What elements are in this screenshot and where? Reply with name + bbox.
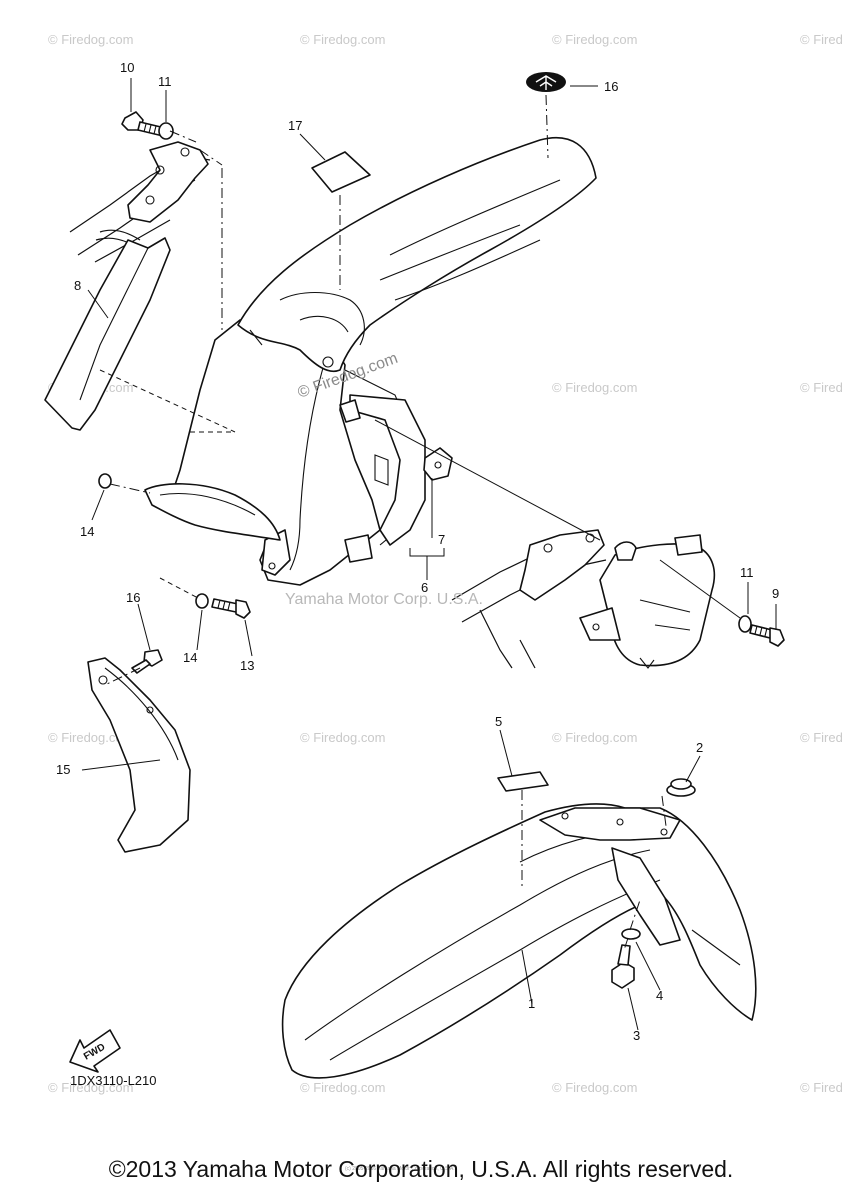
- bolt-part-9: [749, 624, 785, 647]
- watermark: © Firedog.com: [552, 32, 637, 47]
- nut-part-7: [423, 447, 453, 481]
- watermark: © Firedog.com: [800, 730, 842, 745]
- watermark: © Firedog.com: [800, 380, 842, 395]
- assembly-lines: [99, 94, 741, 951]
- callout-number: 9: [772, 586, 779, 601]
- callout-number: 17: [288, 118, 302, 133]
- watermark: © Firedog.com: [300, 32, 385, 47]
- callout-number: 16: [126, 590, 140, 605]
- side-cover-part-6: [169, 319, 426, 586]
- callout-number: 13: [240, 658, 254, 673]
- callout-number: 14: [80, 524, 94, 539]
- callout-number: 16: [604, 79, 618, 94]
- callout-number: 15: [56, 762, 70, 777]
- washer-part-4: [621, 928, 641, 940]
- washer-part-11: [738, 615, 752, 633]
- watermark-layer: © Firedog.com © Firedog.com © Firedog.co…: [48, 32, 842, 1095]
- fine-print: (c) 2005-2016 Yamaha Motor Corporation, …: [345, 1166, 455, 1172]
- label-part-18: [311, 151, 371, 193]
- washer-part-14: [98, 473, 112, 489]
- frame-rail-right: [451, 529, 607, 669]
- callout-number: 4: [656, 988, 663, 1003]
- watermark: © Firedog.com: [48, 32, 133, 47]
- callout-number: 14: [183, 650, 197, 665]
- inner-guard-part-8: [44, 237, 171, 431]
- callouts: 10 11 17 16 8 14 7 6 16 14 13 11 9 15 5 …: [56, 60, 779, 1043]
- callout-number: 5: [495, 714, 502, 729]
- callout-number: 2: [696, 740, 703, 755]
- yamaha-tuning-fork-emblem-icon: [526, 72, 566, 92]
- callout-number: 7: [438, 532, 445, 547]
- bolt-part-10: [121, 111, 166, 137]
- watermark: © Firedog.com: [800, 1080, 842, 1095]
- air-box: [579, 534, 716, 669]
- grommet-part-2: [666, 778, 696, 797]
- callout-number: 1: [528, 996, 535, 1011]
- watermark: © Firedog.com: [552, 730, 637, 745]
- fwd-arrow-icon: FWD: [69, 1029, 121, 1073]
- callout-number: 11: [740, 565, 754, 580]
- frame-rail-top: [69, 141, 211, 263]
- rear-fender: [237, 136, 597, 372]
- side-cover-part-15: [87, 657, 191, 853]
- watermark: © Firedog.com: [552, 1080, 637, 1095]
- bolt-part-12: [211, 598, 251, 619]
- copyright-footer: ©2013 Yamaha Motor Corporation, U.S.A. A…: [108, 1156, 734, 1182]
- washer-part-13: [195, 593, 209, 609]
- callout-number: 3: [633, 1028, 640, 1043]
- watermark: Yamaha Motor Corp. U.S.A.: [285, 591, 483, 608]
- bolt-part-3: [611, 944, 635, 989]
- watermark: © Firedog.com: [48, 730, 133, 745]
- watermark: © Firedog.com: [300, 1080, 385, 1095]
- watermark: © Firedog.com: [48, 1080, 133, 1095]
- hardware: [98, 72, 785, 989]
- callout-number: 6: [421, 580, 428, 595]
- watermark: © Firedog.com: [552, 380, 637, 395]
- watermark: © Firedog.com: [800, 32, 842, 47]
- front-fender-part-1: [281, 803, 757, 1079]
- callout-number: 10: [120, 60, 134, 75]
- diagram-code: 1DX3110-L210: [70, 1073, 157, 1088]
- callout-leaders: [81, 78, 777, 1031]
- washer-part-11: [158, 122, 174, 140]
- callout-number: 8: [74, 278, 81, 293]
- label-part-5: [497, 771, 549, 792]
- mudguard-lower: [144, 483, 281, 541]
- callout-number: 11: [158, 74, 172, 89]
- watermark: © Firedog.com: [300, 730, 385, 745]
